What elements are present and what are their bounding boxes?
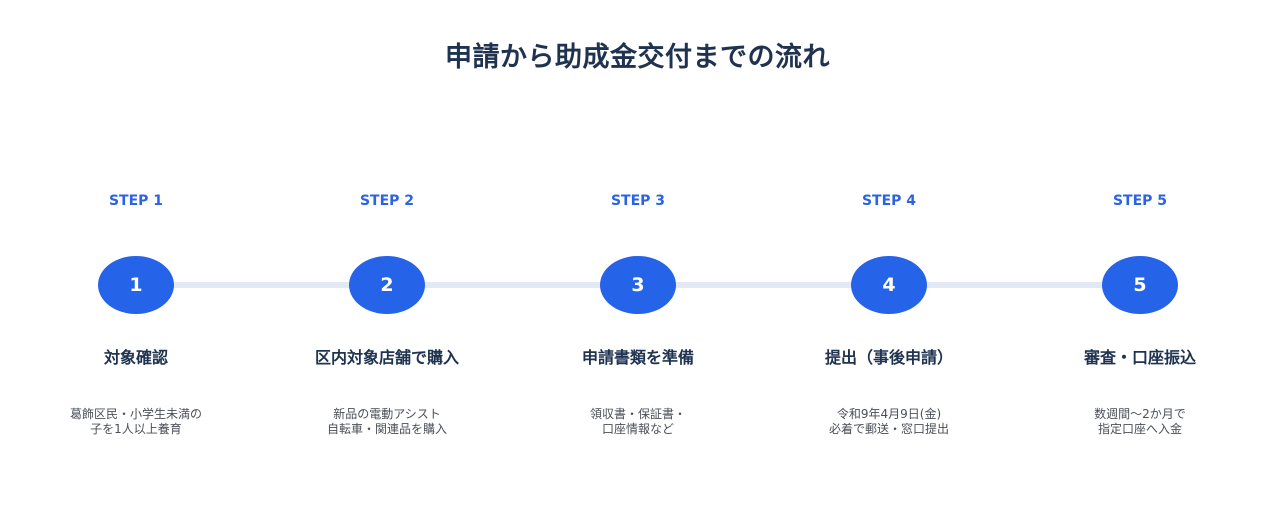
step-description-line: 領収書・保証書・ — [589, 407, 686, 421]
step-number-badge: 4 — [851, 256, 927, 314]
step-description-line: 口座情報など — [601, 422, 674, 436]
step-description-line: 子を1人以上養育 — [90, 422, 182, 436]
step-number-badge: 3 — [600, 256, 676, 314]
step-label: STEP 3 — [610, 193, 666, 209]
step-description-line: 令和9年4月9日(金) — [836, 407, 942, 421]
step-description-line: 指定口座へ入金 — [1097, 422, 1182, 436]
step-description: 数週間〜2か月で 指定口座へ入金 — [1030, 407, 1250, 437]
step-label: STEP 5 — [1112, 193, 1168, 209]
step-label: STEP 1 — [108, 193, 164, 209]
step-description-line: 葛飾区民・小学生未満の — [69, 407, 202, 421]
step-description-line: 数週間〜2か月で — [1094, 407, 1186, 421]
step-number-badge: 5 — [1102, 256, 1178, 314]
step-title: 対象確認 — [103, 348, 168, 367]
step-number-badge: 1 — [98, 256, 174, 314]
step-title: 区内対象店舗で購入 — [314, 348, 459, 367]
step-description: 葛飾区民・小学生未満の 子を1人以上養育 — [26, 407, 246, 437]
step-title: 申請書類を準備 — [581, 348, 694, 367]
step-number-badge: 2 — [349, 256, 425, 314]
step-2: STEP 2 2 区内対象店舗で購入 新品の電動アシスト 自転車・関連品を購入 — [277, 0, 497, 512]
step-1: STEP 1 1 対象確認 葛飾区民・小学生未満の 子を1人以上養育 — [26, 0, 246, 512]
step-3: STEP 3 3 申請書類を準備 領収書・保証書・ 口座情報など — [528, 0, 748, 512]
step-description: 領収書・保証書・ 口座情報など — [528, 407, 748, 437]
page-title: 申請から助成金交付までの流れ — [445, 42, 830, 73]
step-description-line: 新品の電動アシスト — [333, 407, 441, 421]
step-label: STEP 4 — [861, 193, 917, 209]
step-5: STEP 5 5 審査・口座振込 数週間〜2か月で 指定口座へ入金 — [1030, 0, 1250, 512]
step-title: 提出（事後申請） — [824, 348, 953, 367]
step-title: 審査・口座振込 — [1083, 348, 1196, 367]
step-description-line: 自転車・関連品を購入 — [326, 422, 447, 436]
step-4: STEP 4 4 提出（事後申請） 令和9年4月9日(金) 必着で郵送・窓口提出 — [779, 0, 999, 512]
step-description-line: 必着で郵送・窓口提出 — [828, 422, 949, 436]
step-description: 令和9年4月9日(金) 必着で郵送・窓口提出 — [779, 407, 999, 437]
step-description: 新品の電動アシスト 自転車・関連品を購入 — [277, 407, 497, 437]
step-label: STEP 2 — [359, 193, 415, 209]
